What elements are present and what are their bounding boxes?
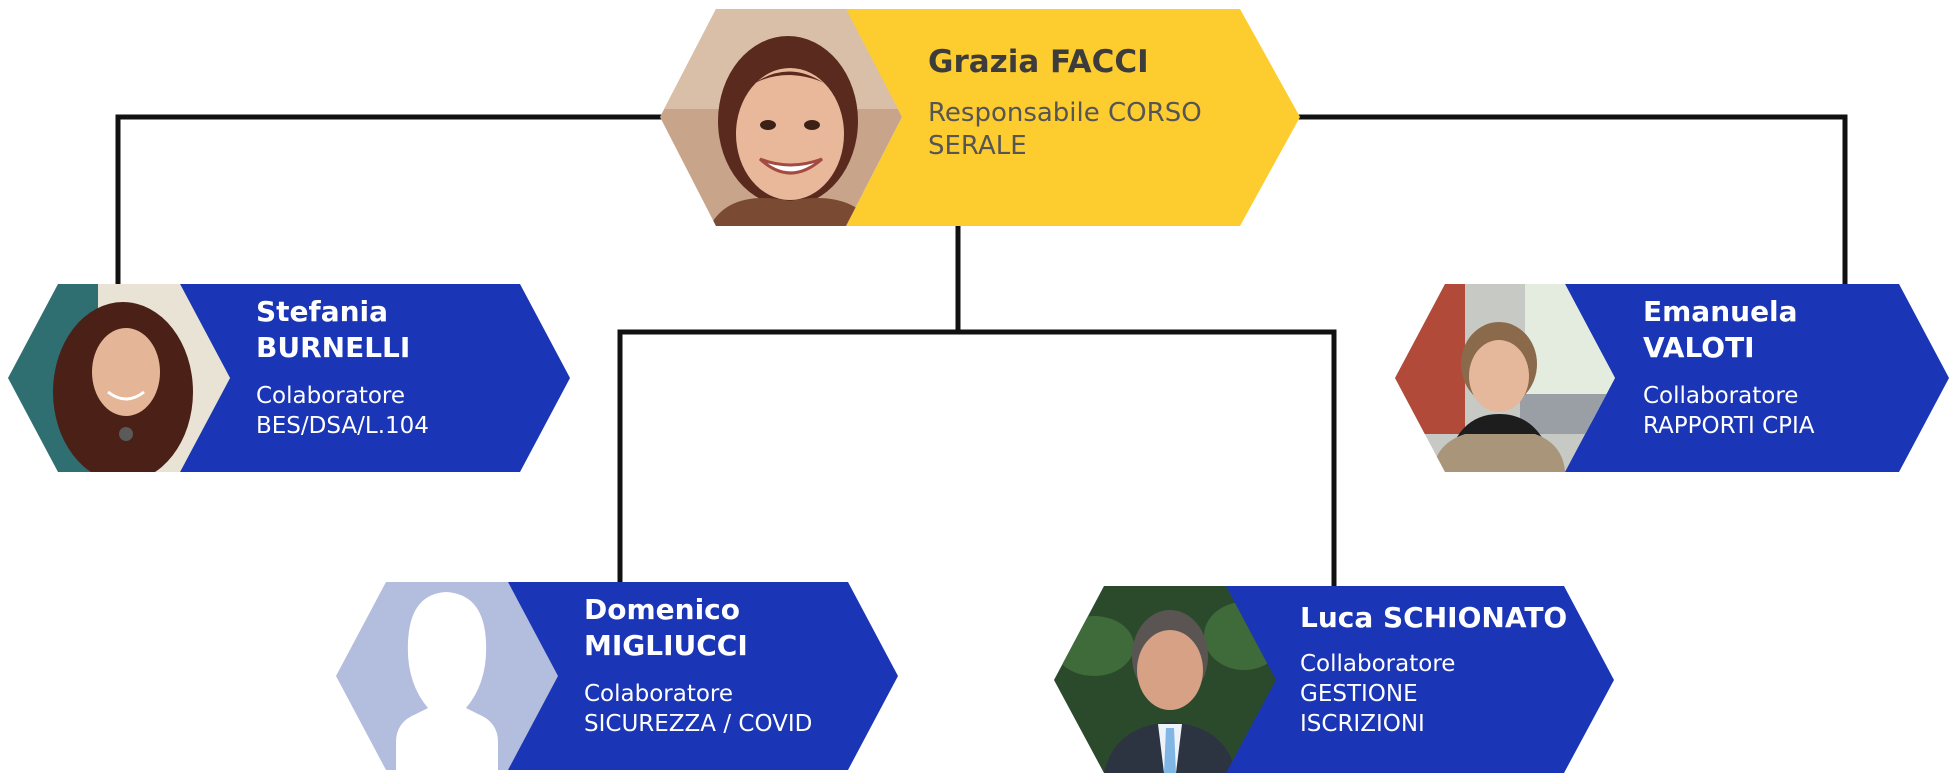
person-name: Domenico MIGLIUCCI xyxy=(584,592,874,664)
card-luca-schionato: Luca SCHIONATO Collaboratore GESTIONE IS… xyxy=(1054,586,1614,773)
card-shape xyxy=(660,9,1300,226)
valoti-text: Emanuela VALOTI Collaboratore RAPPORTI C… xyxy=(1643,294,1903,441)
person-role: Colaboratore BES/DSA/L.104 xyxy=(256,382,516,442)
role-line: Responsabile CORSO xyxy=(928,97,1202,128)
card-domenico-migliucci: Domenico MIGLIUCCI Colaboratore SICUREZZ… xyxy=(336,582,898,770)
role-line: SERALE xyxy=(928,131,1027,162)
person-role: Collaboratore RAPPORTI CPIA xyxy=(1643,382,1903,442)
name-line: BURNELLI xyxy=(256,330,411,364)
role-line: Collaboratore xyxy=(1643,382,1799,409)
head-text: Grazia FACCI Responsabile CORSO SERALE xyxy=(928,43,1268,164)
card-grazia-facci: Grazia FACCI Responsabile CORSO SERALE xyxy=(660,9,1300,226)
card-stefania-burnelli: Stefania BURNELLI Colaboratore BES/DSA/L… xyxy=(8,284,570,472)
name-line: Emanuela xyxy=(1643,295,1798,328)
schionato-text: Luca SCHIONATO Collaboratore GESTIONE IS… xyxy=(1300,600,1600,740)
photo-luca-schionato xyxy=(1054,586,1276,773)
name-line: MIGLIUCCI xyxy=(584,628,748,662)
card-shape xyxy=(1054,586,1614,773)
role-line: SICUREZZA / COVID xyxy=(584,710,813,737)
person-role: Collaboratore GESTIONE ISCRIZIONI xyxy=(1300,650,1600,740)
role-line: Colaboratore xyxy=(256,382,406,409)
person-name: Luca SCHIONATO xyxy=(1300,601,1568,634)
card-shape xyxy=(1395,284,1949,472)
placeholder-avatar-icon xyxy=(336,582,558,770)
person-role: Colaboratore SICUREZZA / COVID xyxy=(584,680,874,740)
role-line: RAPPORTI CPIA xyxy=(1643,412,1815,439)
card-emanuela-valoti: Emanuela VALOTI Collaboratore RAPPORTI C… xyxy=(1395,284,1949,472)
role-line: ISCRIZIONI xyxy=(1300,710,1425,737)
card-shape xyxy=(8,284,570,472)
role-line: Colaboratore xyxy=(584,680,734,707)
migliucci-text: Domenico MIGLIUCCI Colaboratore SICUREZZ… xyxy=(584,592,874,739)
card-shape xyxy=(336,582,898,770)
person-name: Emanuela VALOTI xyxy=(1643,294,1903,366)
person-name: Grazia FACCI xyxy=(928,44,1149,80)
role-line: GESTIONE xyxy=(1300,680,1418,707)
role-line: BES/DSA/L.104 xyxy=(256,412,429,439)
name-line: VALOTI xyxy=(1643,330,1755,364)
photo-grazia-facci xyxy=(660,9,902,226)
person-role: Responsabile CORSO SERALE xyxy=(928,97,1268,165)
person-name: Stefania BURNELLI xyxy=(256,294,516,366)
role-line: Collaboratore xyxy=(1300,650,1456,677)
name-line: Stefania xyxy=(256,295,389,328)
burnelli-text: Stefania BURNELLI Colaboratore BES/DSA/L… xyxy=(256,294,516,441)
name-line: Domenico xyxy=(584,593,741,626)
